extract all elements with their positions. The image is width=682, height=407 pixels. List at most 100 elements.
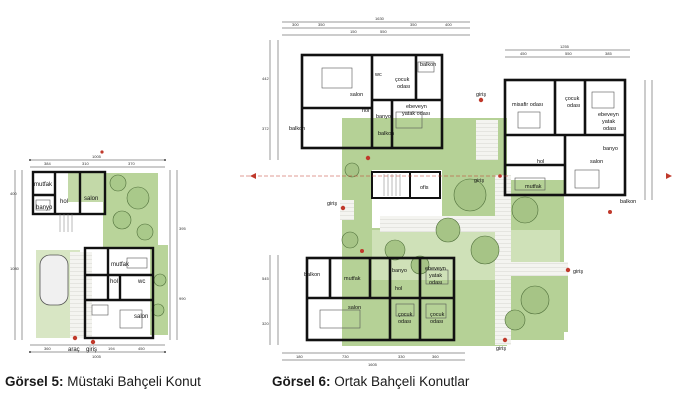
dimension-label: 400 bbox=[445, 22, 452, 27]
entry-label: giriş bbox=[474, 178, 484, 184]
figure-6-plan: balkon salon çocuk odası wc ebeveyn yata… bbox=[240, 16, 672, 367]
entry-label: giriş bbox=[327, 201, 337, 207]
room-label: balkon bbox=[289, 126, 305, 132]
room-label: ebeveyn bbox=[425, 266, 446, 272]
house-bottom bbox=[305, 256, 456, 342]
figure-6-caption: Görsel 6: Ortak Bahçeli Konutlar bbox=[272, 374, 469, 389]
room-label: misafir odası bbox=[512, 102, 543, 108]
walkway bbox=[340, 200, 354, 220]
room-label: odası bbox=[430, 319, 443, 325]
room-label: hol bbox=[395, 286, 402, 292]
walkway bbox=[508, 262, 568, 276]
room-label: balkon bbox=[620, 199, 636, 205]
room-label: mutfak bbox=[525, 184, 542, 190]
room-label: salon bbox=[350, 92, 363, 98]
caption-title: Müstaki Bahçeli Konut bbox=[63, 374, 201, 389]
room-label: wc bbox=[374, 72, 382, 78]
dimension-label: 1005 bbox=[92, 154, 102, 159]
room-label: hol bbox=[537, 159, 544, 165]
room-label: hol bbox=[362, 108, 369, 114]
car-symbol bbox=[39, 254, 69, 306]
dimension-label: 450 bbox=[138, 346, 145, 351]
house-top-right bbox=[503, 78, 627, 197]
caption-number: Görsel 5: bbox=[5, 374, 64, 389]
room-label: çocuk bbox=[565, 96, 580, 102]
room-label: odası bbox=[567, 103, 580, 109]
garden-area bbox=[68, 172, 106, 202]
room-label: mutfak bbox=[344, 276, 361, 282]
dimension-label: 550 bbox=[565, 51, 572, 56]
room-label: yatak bbox=[602, 119, 615, 125]
dimension-label: 384 bbox=[44, 161, 51, 166]
room-label: odası bbox=[603, 126, 616, 132]
room-label: salon bbox=[348, 305, 361, 311]
room-label: ofis bbox=[420, 185, 429, 191]
office-building bbox=[371, 171, 441, 199]
room-label: balkon bbox=[304, 272, 320, 278]
dimension-label: 1630 bbox=[375, 16, 385, 21]
room-label: banyo bbox=[376, 114, 391, 120]
dimension-label: 180 bbox=[296, 354, 303, 359]
entry-label: giriş bbox=[496, 346, 506, 352]
room-label: ebeveyn bbox=[406, 104, 427, 110]
dimension-label: 300 bbox=[292, 22, 299, 27]
room-label: çocuk bbox=[430, 312, 445, 318]
room-label: salon bbox=[134, 314, 148, 320]
figure-5-caption: Görsel 5: Müstaki Bahçeli Konut bbox=[5, 374, 201, 389]
dimension-label: 330 bbox=[398, 354, 405, 359]
house-top-left bbox=[300, 53, 444, 150]
dimension-label: 350 bbox=[318, 22, 325, 27]
room-label: balkon bbox=[420, 62, 436, 68]
dimension-label: 320 bbox=[262, 321, 269, 326]
entry-label: giriş bbox=[86, 347, 97, 353]
dimension-label: 370 bbox=[128, 161, 135, 166]
dimension-label: 360 bbox=[44, 346, 51, 351]
figure-5-plan: mutfak salon banyo hol mutfak hol wc sal… bbox=[10, 150, 186, 359]
entry-label: giriş bbox=[476, 92, 486, 98]
dimension-label: 150 bbox=[350, 29, 357, 34]
entry-label: araç bbox=[68, 347, 80, 353]
room-label: banyo bbox=[36, 205, 53, 211]
room-label: odası bbox=[397, 84, 410, 90]
dimension-label: 395 bbox=[179, 226, 186, 231]
dimension-label: 350 bbox=[410, 22, 417, 27]
room-label: odası bbox=[429, 280, 442, 286]
dimension-label: 990 bbox=[179, 296, 186, 301]
room-label: balkon bbox=[378, 131, 394, 137]
room-label: yatak bbox=[429, 273, 442, 279]
entry-label: giriş bbox=[573, 269, 583, 275]
room-label: hol bbox=[110, 279, 118, 285]
dimension-label: 310 bbox=[82, 161, 89, 166]
room-label: mutfak bbox=[34, 182, 53, 188]
room-label: salon bbox=[84, 196, 98, 202]
dimension-label: 442 bbox=[262, 76, 269, 81]
dimension-label: 1255 bbox=[560, 44, 570, 49]
dimension-label: 194 bbox=[108, 346, 115, 351]
dimension-label: 450 bbox=[520, 51, 527, 56]
dimension-label: 372 bbox=[262, 126, 269, 131]
caption-title: Ortak Bahçeli Konutlar bbox=[330, 374, 470, 389]
dimension-label: 360 bbox=[432, 354, 439, 359]
dimension-label: 1605 bbox=[368, 362, 378, 367]
dimension-label: 1080 bbox=[10, 266, 20, 271]
room-label: çocuk bbox=[395, 77, 410, 83]
room-label: salon bbox=[590, 159, 603, 165]
room-label: banyo bbox=[392, 268, 407, 274]
room-label: wc bbox=[137, 279, 145, 285]
dimension-label: 545 bbox=[262, 276, 269, 281]
dimension-label: 385 bbox=[605, 51, 612, 56]
room-label: yatak odası bbox=[402, 111, 430, 117]
room-label: çocuk bbox=[398, 312, 413, 318]
walkway bbox=[476, 120, 498, 160]
room-label: hol bbox=[60, 199, 68, 205]
dimension-label: 1005 bbox=[92, 354, 102, 359]
dimension-label: 400 bbox=[10, 191, 17, 196]
dimension-label: 730 bbox=[342, 354, 349, 359]
dimension-label: 550 bbox=[380, 29, 387, 34]
room-label: ebeveyn bbox=[598, 112, 619, 118]
room-label: mutfak bbox=[111, 262, 130, 268]
room-label: odası bbox=[398, 319, 411, 325]
room-label: banyo bbox=[603, 146, 618, 152]
